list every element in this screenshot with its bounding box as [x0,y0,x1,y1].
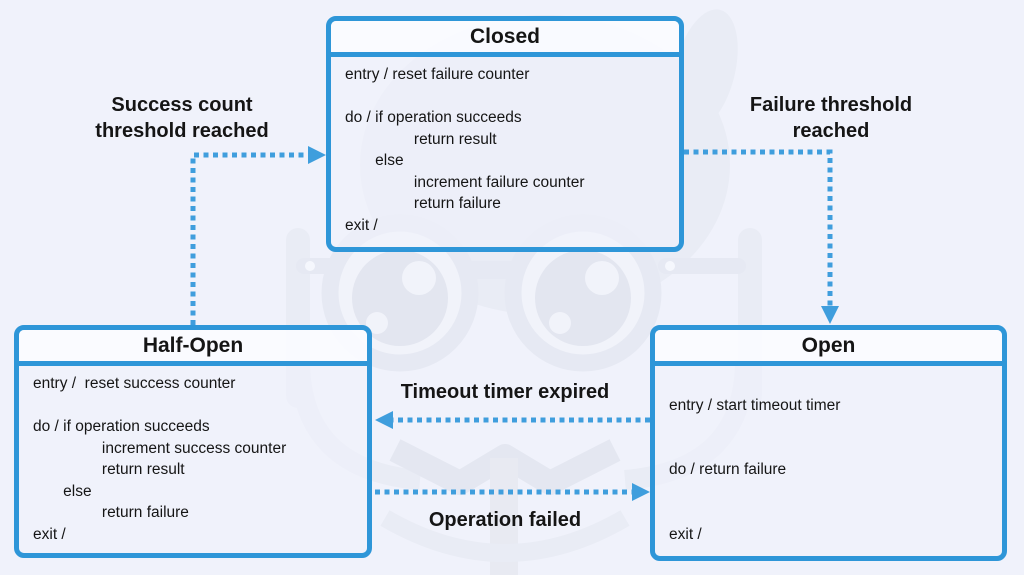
state-body-line: do / if operation succeeds [345,109,522,126]
transition-label-operation-failed: Operation failed [428,509,582,531]
state-body-line: entry / start timeout timer [669,396,841,414]
state-box-half-open: Half-Open entry / reset success counter … [14,325,372,558]
state-body-line [33,395,367,417]
state-body-line: exit / [33,525,66,543]
state-body-line: else [33,482,92,500]
arrowhead-into-closed [308,146,326,164]
arrow-halfopen-to-closed [190,152,308,325]
state-body-line: exit / [669,525,702,543]
state-body-line [345,86,679,108]
transition-label-success-count-threshold: Success count threshold reached [95,94,269,142]
state-box-closed: Closed entry / reset failure counter do … [326,16,684,252]
arrow-closed-to-open [684,149,833,306]
state-body-line: do / if operation succeeds [33,418,210,435]
state-title-open: Open [655,330,1002,366]
state-body-half-open: entry / reset success counter do / if op… [19,366,367,553]
state-body-line: return result [345,130,497,148]
state-body-line [669,416,1002,438]
arrowhead-into-halfopen [375,411,393,429]
state-body-line: return failure [345,195,501,212]
state-body-line: increment failure counter [345,173,585,191]
state-body-line: return failure [33,504,189,521]
state-body-open: entry / start timeout timer do / return … [655,366,1002,556]
state-title-closed: Closed [331,21,679,57]
state-body-line [669,481,1002,503]
state-body-line: entry / reset failure counter [345,66,530,83]
arrowhead-into-open-top [821,306,839,324]
state-body-line: return result [33,461,185,478]
state-body-line: increment success counter [33,439,287,457]
transition-label-failure-threshold: Failure threshold reached [749,94,913,142]
state-body-line [669,502,1002,524]
arrowhead-into-open-left [632,483,650,501]
state-box-open: Open entry / start timeout timer do / re… [650,325,1007,561]
state-body-line [669,373,1002,395]
state-body-line: do / return failure [669,461,787,478]
state-body-line: else [345,152,404,169]
state-body-line: entry / reset success counter [33,375,236,392]
state-body-closed: entry / reset failure counter do / if op… [331,57,679,247]
transition-label-timeout-expired: Timeout timer expired [400,381,610,403]
state-body-line: exit / [345,216,378,234]
state-body-line [669,438,1002,460]
state-title-half-open: Half-Open [19,330,367,366]
